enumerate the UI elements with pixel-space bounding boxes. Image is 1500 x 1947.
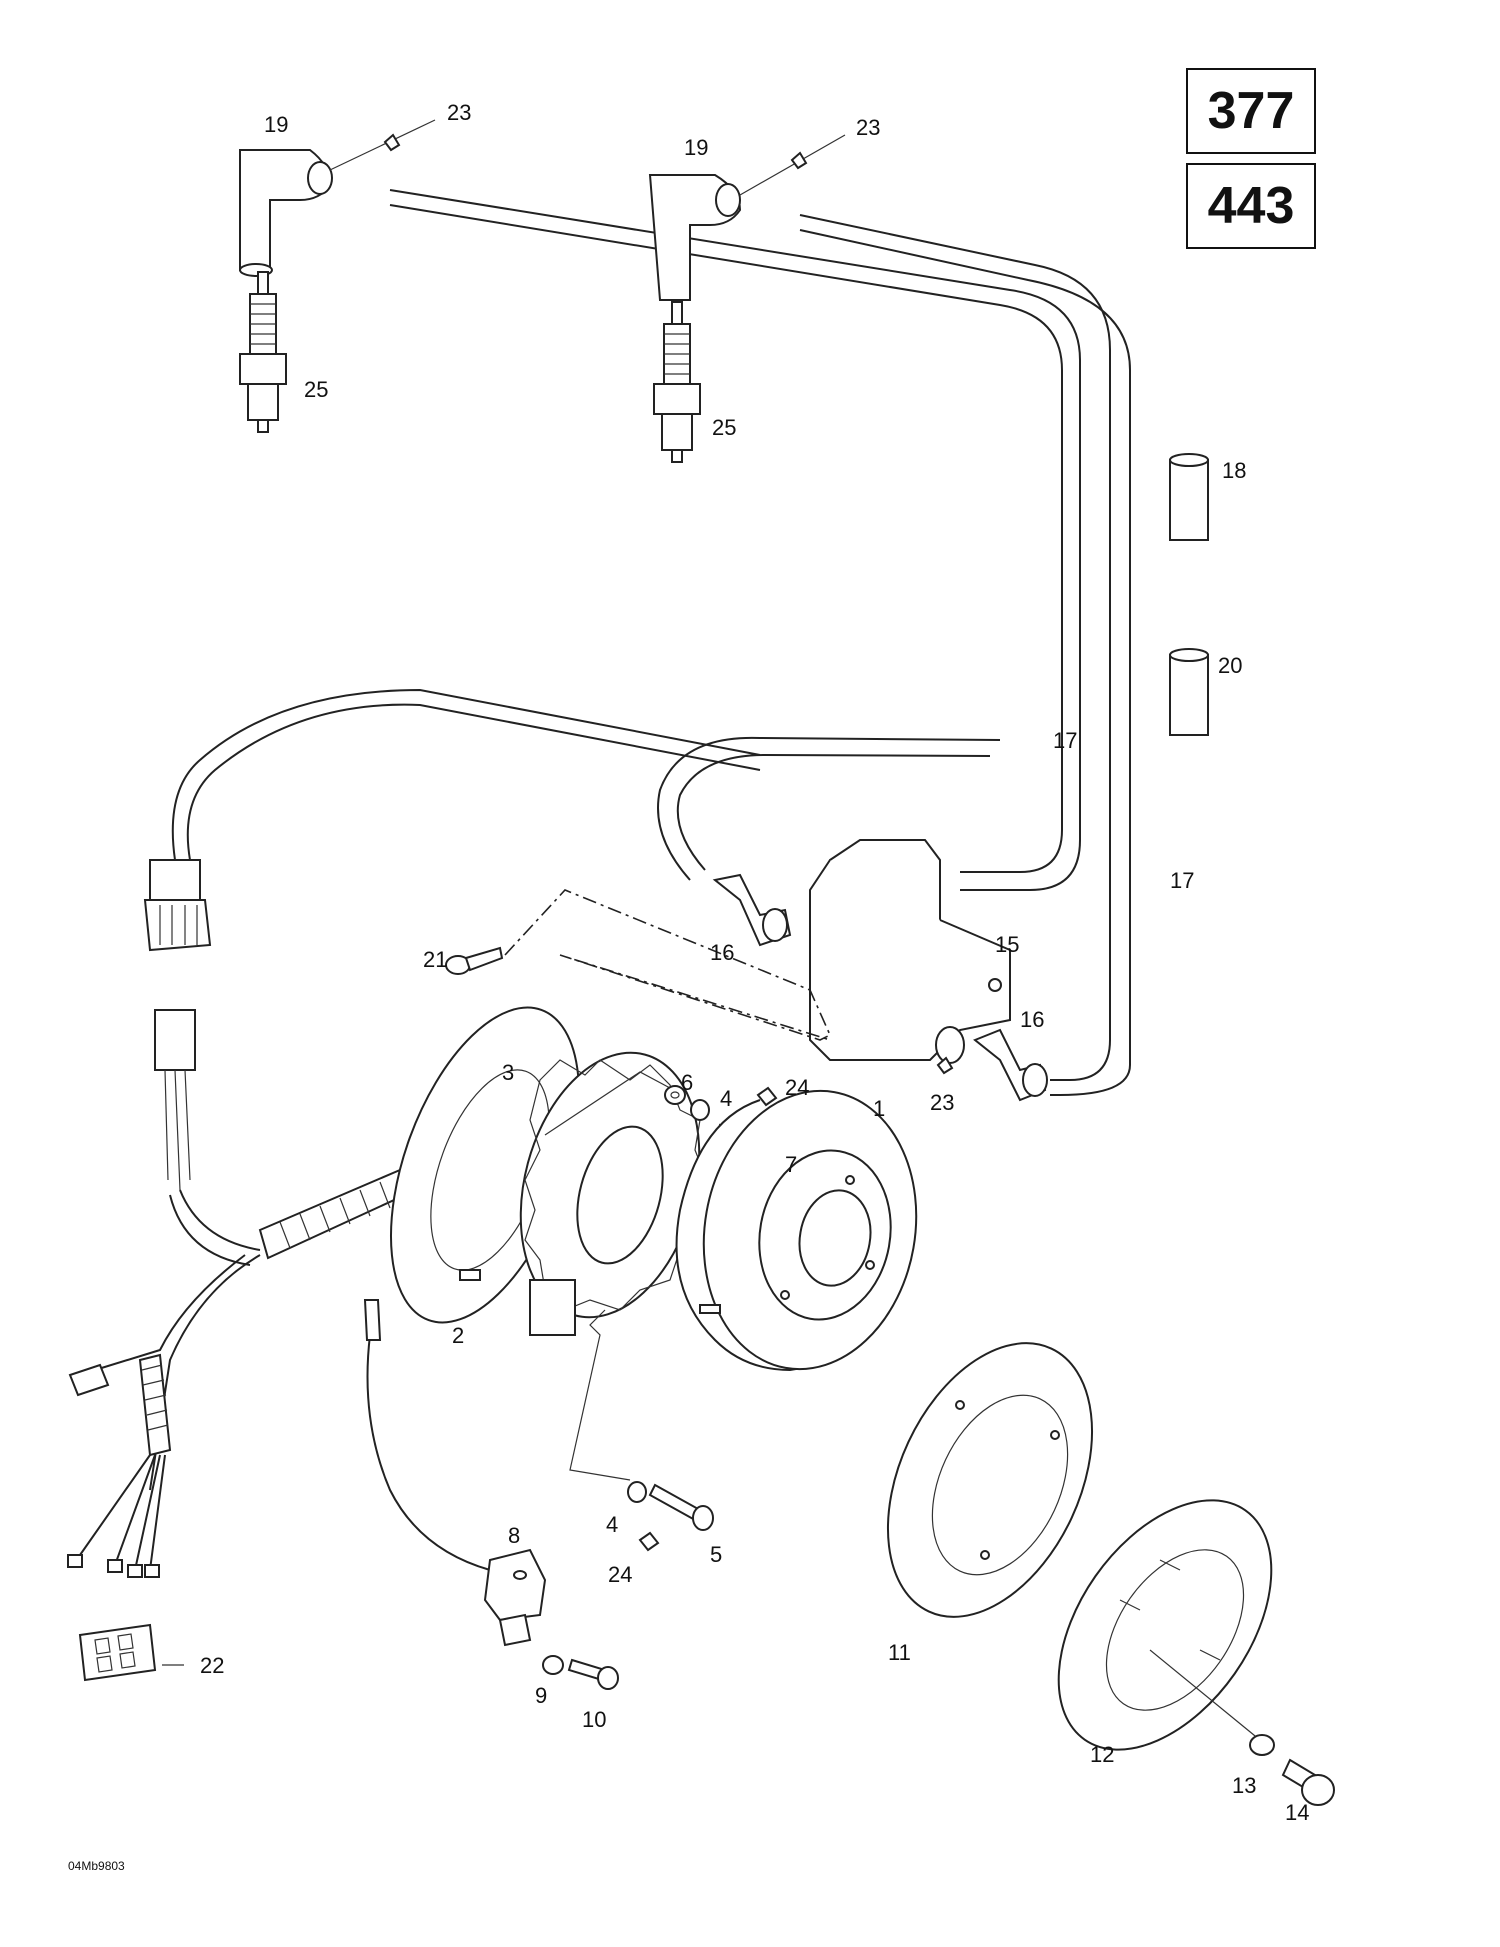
callout-19-left: 19 <box>264 112 288 137</box>
callout-7: 7 <box>785 1152 797 1177</box>
callout-19-right: 19 <box>684 135 708 160</box>
stator-2 <box>519 1051 706 1336</box>
model-code-443: 443 <box>1186 163 1316 249</box>
callout-25-left: 25 <box>304 377 328 402</box>
leader-23-right <box>739 134 846 196</box>
connector-housing-22 <box>78 1623 157 1682</box>
model-code-377: 377 <box>1186 68 1316 154</box>
connector-16-upper <box>712 873 792 947</box>
callout-25-right: 25 <box>712 415 736 440</box>
callout-3: 3 <box>502 1060 514 1085</box>
nut-23-left <box>383 133 401 152</box>
callout-15: 15 <box>995 932 1019 957</box>
connector-16-lower <box>973 1028 1048 1102</box>
spark-plug-right <box>653 301 701 463</box>
callout-16-lower: 16 <box>1020 1007 1044 1032</box>
leader-23-left <box>329 119 436 171</box>
assembly-line-coil <box>504 889 832 1041</box>
washer-13 <box>1249 1734 1275 1756</box>
wiring-harness <box>67 688 761 1578</box>
lock-washer-4-upper <box>690 1099 710 1121</box>
assembly-line-lower-screws <box>569 1309 631 1481</box>
spark-plug-cap-left <box>239 149 333 277</box>
leader-12-13 <box>1149 1649 1261 1741</box>
sleeve-18 <box>1169 453 1209 541</box>
callout-18: 18 <box>1222 458 1246 483</box>
figure-code: 04Mb9803 <box>68 1859 125 1873</box>
lock-washer-4-lower <box>627 1481 647 1503</box>
callout-8: 8 <box>508 1523 520 1548</box>
nut-23-right <box>790 151 808 170</box>
ignition-coil <box>809 839 1011 1064</box>
assembly-line-upper-screws <box>544 1071 671 1136</box>
callout-24-upper: 24 <box>785 1075 809 1100</box>
nut-24-lower <box>638 1531 660 1552</box>
callout-23-left: 23 <box>447 100 471 125</box>
ignition-cable-17-upper <box>389 189 1081 891</box>
callout-6: 6 <box>681 1070 693 1095</box>
sleeve-20 <box>1169 648 1209 736</box>
nut-24-upper <box>756 1086 778 1107</box>
callout-1: 1 <box>873 1096 885 1121</box>
cable-loop <box>657 736 1001 881</box>
callout-10: 10 <box>582 1707 606 1732</box>
screw-5 <box>648 1483 714 1531</box>
callout-9: 9 <box>535 1683 547 1708</box>
callout-5: 5 <box>710 1542 722 1567</box>
callout-22: 22 <box>200 1653 224 1678</box>
flywheel-1 <box>675 1089 918 1372</box>
callout-17-upper: 17 <box>1053 728 1077 753</box>
callout-12: 12 <box>1090 1742 1114 1767</box>
washer-9 <box>542 1655 564 1675</box>
nut-23-coil <box>936 1056 954 1075</box>
screw-21 <box>445 946 504 975</box>
callout-23-coil: 23 <box>930 1090 954 1115</box>
ring-11 <box>886 1342 1094 1618</box>
callout-16-upper: 16 <box>710 940 734 965</box>
callout-23-right: 23 <box>856 115 880 140</box>
callout-21: 21 <box>423 947 447 972</box>
ignition-cable-17-lower <box>799 214 1131 1096</box>
callout-13: 13 <box>1232 1773 1256 1798</box>
trigger-coil-8 <box>363 1299 547 1647</box>
callout-24-lower: 24 <box>608 1562 632 1587</box>
washer-6 <box>664 1085 686 1105</box>
callout-4-upper: 4 <box>720 1086 732 1111</box>
spark-plug-cap-right <box>648 174 742 301</box>
callout-20: 20 <box>1218 653 1242 678</box>
callout-4-lower: 4 <box>606 1512 618 1537</box>
callout-2: 2 <box>452 1323 464 1348</box>
spark-plug-left <box>239 271 287 433</box>
screw-10 <box>567 1658 619 1690</box>
screw-14 <box>1281 1758 1335 1806</box>
cover-12 <box>1057 1499 1273 1751</box>
callout-14: 14 <box>1285 1800 1309 1825</box>
callout-11: 11 <box>888 1640 911 1665</box>
callout-17-lower: 17 <box>1170 868 1194 893</box>
